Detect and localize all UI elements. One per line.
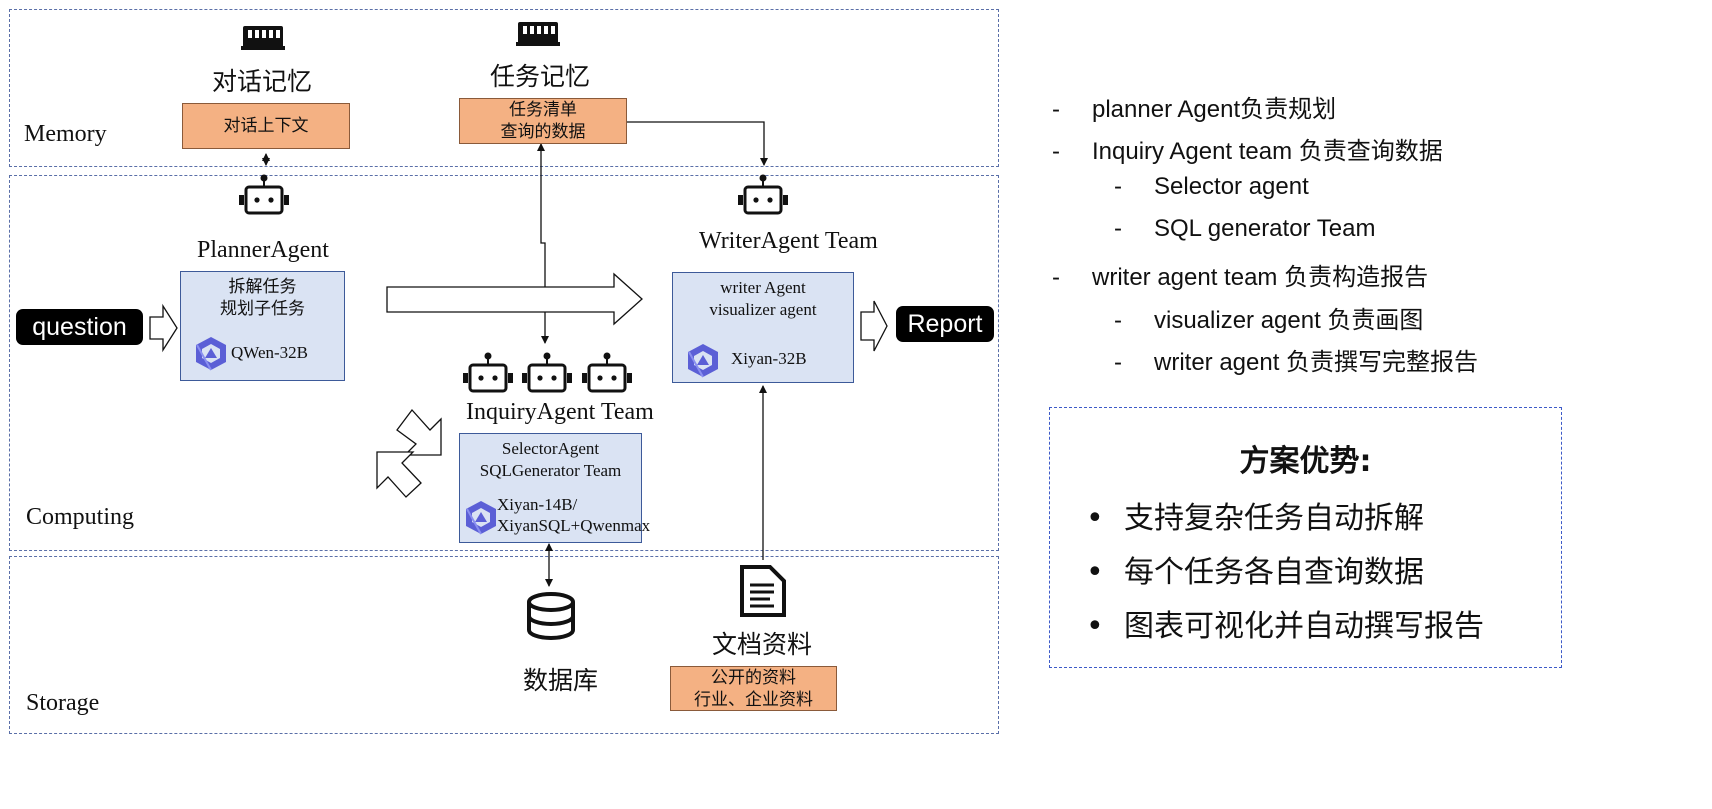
advantage-item: •图表可视化并自动撰写报告 — [1086, 609, 1484, 644]
task-memory-box: 任务清单 查询的数据 — [459, 98, 627, 144]
planner-desc-line-2: 规划子任务 — [220, 299, 305, 318]
inquiry-desc-line-1: SelectorAgent — [501, 439, 600, 458]
summary-subitem: -SQL generator Team — [1114, 215, 1376, 242]
summary-item: -writer agent team 负责构造报告 — [1052, 264, 1429, 291]
cycle-arrows-icon — [376, 408, 442, 498]
robot-icon — [736, 173, 790, 215]
inquiry-title: InquiryAgent Team — [466, 399, 654, 425]
inquiry-desc-line-2: SQLGenerator Team — [479, 461, 622, 480]
summary-list: -planner Agent负责规划 -Inquiry Agent team 负… — [1052, 0, 1692, 400]
qwen-logo-icon — [465, 500, 497, 535]
robot-icon — [461, 351, 515, 393]
planner-desc-line-1: 拆解任务 — [228, 277, 297, 296]
inquiry-model: Xiyan-14B/ XiyanSQL+Qwenmax — [497, 494, 650, 536]
writer-model: Xiyan-32B — [731, 349, 807, 368]
dialog-memory-title: 对话记忆 — [212, 69, 313, 96]
robot-icon — [237, 173, 291, 215]
robot-icon — [580, 351, 634, 393]
task-inquiry-link — [537, 143, 549, 344]
advantage-item: •每个任务各自查询数据 — [1086, 555, 1424, 590]
documents-label: 文档资料 — [712, 632, 813, 659]
writer-box: writer Agent visualizer agent Xiyan-32B — [672, 272, 854, 383]
summary-subitem: -visualizer agent 负责画图 — [1114, 307, 1424, 334]
planner-to-writer-arrow — [386, 272, 643, 326]
document-icon — [740, 565, 786, 617]
computing-layer — [9, 175, 999, 551]
task-memory-title: 任务记忆 — [490, 64, 591, 91]
task-to-writer-arrow — [627, 121, 768, 166]
summary-item: -Inquiry Agent team 负责查询数据 — [1052, 138, 1443, 165]
advantages-title: 方案优势: — [1239, 444, 1372, 479]
storage-layer-label: Storage — [26, 690, 100, 716]
writer-desc-line-2: visualizer agent — [709, 300, 817, 319]
storage-layer — [9, 556, 999, 734]
planner-title: PlannerAgent — [197, 237, 329, 263]
planner-box: 拆解任务 规划子任务 QWen-32B — [180, 271, 345, 381]
summary-item: -planner Agent负责规划 — [1052, 96, 1337, 123]
writer-desc-line-1: writer Agent — [720, 278, 806, 297]
report-output: Report — [896, 306, 994, 342]
memory-layer — [9, 9, 999, 167]
inquiry-model-line-1: Xiyan-14B/ — [497, 495, 578, 514]
memory-chip-icon — [516, 22, 560, 46]
inquiry-box: SelectorAgent SQLGenerator Team Xiyan-14… — [459, 433, 650, 543]
database-icon — [527, 592, 575, 640]
dialog-context-text: 对话上下文 — [223, 116, 309, 135]
question-input: question — [16, 309, 143, 345]
robot-icon — [520, 351, 574, 393]
documents-line-2: 行业、企业资料 — [694, 689, 813, 709]
task-memory-line-1: 任务清单 — [509, 100, 577, 119]
writer-title: WriterAgent Team — [699, 228, 878, 254]
summary-subitem: -Selector agent — [1114, 173, 1309, 200]
dialog-context-box: 对话上下文 — [182, 103, 350, 149]
documents-line-1: 公开的资料 — [711, 667, 796, 687]
advantage-item: •支持复杂任务自动拆解 — [1086, 501, 1424, 536]
memory-layer-label: Memory — [24, 121, 107, 147]
computing-layer-label: Computing — [26, 504, 135, 530]
task-memory-line-2: 查询的数据 — [500, 122, 586, 141]
qwen-logo-icon — [687, 343, 719, 378]
memory-chip-icon — [241, 26, 285, 50]
qwen-logo-icon — [195, 336, 227, 371]
question-arrow — [149, 303, 178, 353]
documents-box: 公开的资料 行业、企业资料 — [670, 666, 837, 711]
advantages-box: 方案优势: •支持复杂任务自动拆解 •每个任务各自查询数据 •图表可视化并自动撰… — [1049, 407, 1562, 668]
summary-subitem: -writer agent 负责撰写完整报告 — [1114, 349, 1479, 376]
report-arrow — [860, 300, 888, 352]
inquiry-model-line-2: XiyanSQL+Qwenmax — [497, 516, 651, 535]
database-label: 数据库 — [523, 668, 599, 695]
planner-model: QWen-32B — [231, 343, 309, 362]
